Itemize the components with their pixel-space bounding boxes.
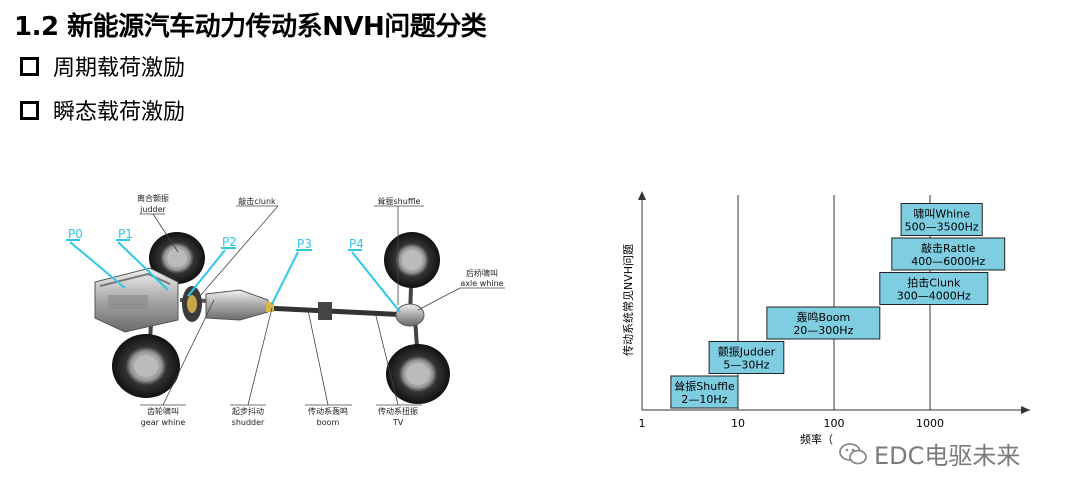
position-p0: P0 (68, 227, 83, 241)
range-bar-name: 敲击Rattle (921, 241, 976, 255)
range-bar-rect (900, 203, 983, 236)
callout-gear-en: gear whine (141, 418, 186, 427)
position-p1: P1 (118, 227, 133, 241)
range-bar-name: 拍击Clunk (907, 276, 961, 290)
range-bar-rect (891, 237, 1006, 271)
callout-clunk: 敲击clunk (238, 196, 276, 206)
wechat-icon (839, 442, 867, 464)
rear-right-wheel (386, 344, 450, 404)
callout-leaders (140, 205, 505, 406)
chart-axes (638, 191, 1030, 414)
transmission (205, 289, 274, 321)
bullet-square-icon (20, 100, 39, 120)
callout-tv-cn: 传动系扭振 (378, 406, 418, 416)
rear-axle (395, 303, 425, 327)
range-bar-name: 啸叫Whine (913, 208, 970, 221)
engine (94, 267, 179, 333)
range-bar-name: 轰鸣Boom (796, 310, 850, 324)
chart-x-ticks: 1 10 100 1000 (639, 417, 945, 430)
range-bar-range: 5—30Hz (723, 359, 769, 372)
bullet-square-icon (20, 56, 39, 76)
callout-axle-cn: 后桥啸叫 (466, 268, 498, 278)
x-tick-label: 1000 (916, 417, 944, 430)
range-bar-name: 耸振Shuffle (674, 379, 735, 393)
position-leaders (66, 239, 401, 313)
callout-judder-cn: 离合颤振 (137, 193, 169, 203)
y-axis-arrow (638, 191, 646, 200)
callout-boom-en: boom (317, 418, 340, 427)
range-bar-rect (708, 341, 785, 374)
x-axis-arrow (1021, 406, 1030, 414)
chart-y-axis-label: 传动系统常见NVH问题 (622, 244, 635, 356)
position-p4: P4 (349, 237, 364, 251)
callout-boom-cn: 传动系轰鸣 (308, 406, 348, 416)
callout-judder-en: judder (139, 205, 166, 214)
range-bar-name: 颤振Judder (718, 345, 776, 359)
range-bar-range: 400—6000Hz (911, 255, 985, 268)
range-bar-range: 20—300Hz (793, 324, 853, 337)
front-left-wheel (149, 232, 205, 284)
frequency-range-chart: 传动系统常见NVH问题 频率（ 1 10 100 1000 耸振Shuffle2—10… (622, 191, 1030, 446)
page-title: 1.2 新能源汽车动力传动系NVH问题分类 (14, 12, 487, 42)
x-tick-label: 1 (639, 417, 646, 430)
range-bar-rect (766, 306, 881, 340)
x-tick-label: 100 (824, 417, 845, 430)
callout-shudder-cn: 起步抖动 (232, 406, 264, 416)
front-right-wheel (112, 334, 180, 398)
chart-bars: 耸振Shuffle2—10Hz颤振Judder5—30Hz轰鸣Boom20—30… (670, 203, 1006, 409)
callout-axle-en: axle whine (460, 279, 503, 288)
range-bar-range: 300—4000Hz (897, 290, 971, 303)
chart-x-axis-label: 频率（ (800, 432, 833, 446)
bullet-transient: 瞬态载荷激励 (20, 94, 185, 126)
clutch-motor (182, 286, 202, 322)
callout-tv-en: TV (392, 418, 404, 427)
range-bar-rect (879, 272, 989, 305)
propshaft-joint (318, 302, 332, 320)
range-bar-rect (670, 375, 739, 409)
callout-shudder-en: shudder (232, 418, 265, 427)
position-p2: P2 (222, 235, 237, 249)
rear-left-wheel (384, 232, 440, 288)
callout-shuffle: 耸振shuffle (378, 196, 421, 206)
watermark: EDC电驱未来 (838, 436, 1020, 471)
drivetrain-diagram: P0 P1 P2 P3 P4 离合颤振 judder 敲击clunk 耸振shu… (66, 193, 505, 427)
x-tick-label: 10 (731, 417, 745, 430)
position-p3: P3 (297, 237, 312, 251)
callout-gear-cn: 齿轮啸叫 (147, 406, 179, 416)
range-bar-range: 2—10Hz (681, 393, 727, 406)
range-bar-range: 500—3500Hz (905, 221, 979, 234)
bullet-periodic: 周期载荷激励 (20, 50, 185, 82)
